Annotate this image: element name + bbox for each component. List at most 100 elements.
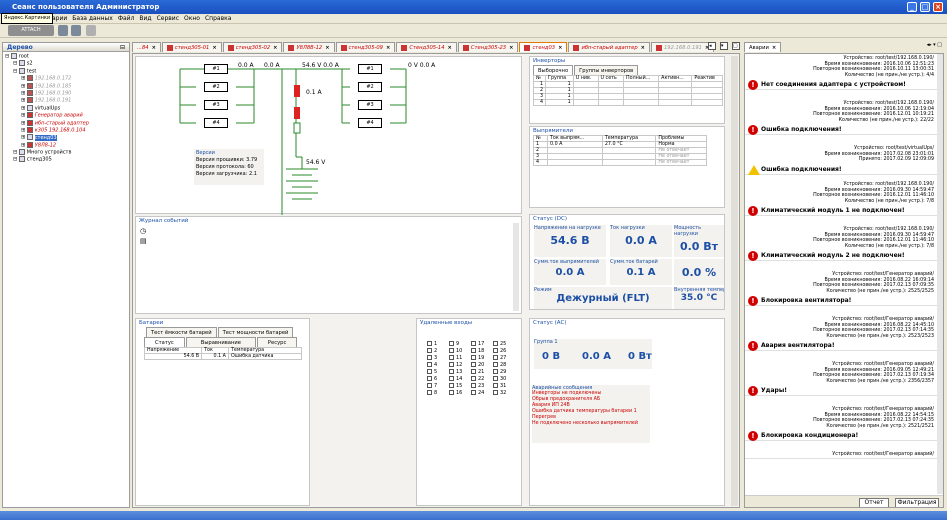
remote-input-checkbox[interactable]: 7 (427, 383, 449, 389)
tree-item[interactable]: ⊟ стенд305 (5, 156, 127, 163)
alarms-scrollbar[interactable] (937, 54, 943, 494)
grid-icon[interactable] (58, 25, 68, 36)
tab-device[interactable]: У8Л8В-12× (283, 42, 335, 52)
expand-icon[interactable]: ⊞ (21, 134, 27, 141)
table-icon[interactable]: ▤ (140, 237, 147, 245)
inverter-1[interactable]: #1 (358, 64, 382, 74)
rectifier-3[interactable]: #3 (204, 100, 228, 110)
remote-input-checkbox[interactable]: 28 (493, 362, 515, 368)
tree-item[interactable]: ⊞ 192.168.0.191 (5, 97, 127, 104)
expand-icon[interactable]: ⊟ (13, 149, 19, 156)
alarm-item[interactable]: Устройство: root/test/192.168.0.190/Врем… (745, 101, 938, 136)
tab-inverter-groups[interactable]: Группы инверторов (574, 65, 639, 75)
close-tab-icon[interactable]: × (558, 45, 563, 51)
remote-input-checkbox[interactable]: 5 (427, 369, 449, 375)
remote-input-checkbox[interactable]: 3 (427, 355, 449, 361)
tree-item[interactable]: ⊞ 192.168.0.190 (5, 89, 127, 97)
tree-item[interactable]: ⊟ test (5, 67, 127, 75)
remote-input-checkbox[interactable]: 23 (471, 383, 493, 389)
close-tab-icon[interactable]: × (325, 45, 330, 51)
inverter-2[interactable]: #2 (358, 82, 382, 92)
main-scrollbar[interactable] (731, 56, 738, 506)
close-tab-icon[interactable]: × (640, 45, 645, 51)
menu-item[interactable]: Вид (139, 15, 152, 22)
expand-icon[interactable]: ⊟ (13, 60, 19, 67)
event-log-scrollbar[interactable] (513, 223, 519, 311)
close-button[interactable]: × (933, 2, 943, 12)
tree-item[interactable]: ⊟ root (5, 53, 127, 60)
tree-item[interactable]: ⊞ 192.168.0.185 (5, 82, 127, 90)
tab-device[interactable]: ...84× (132, 42, 161, 52)
tree-item[interactable]: ⊟ s2 (5, 60, 127, 67)
remote-input-checkbox[interactable]: 30 (493, 376, 515, 382)
tab-max-icon[interactable]: □ (731, 42, 740, 50)
remote-input-checkbox[interactable]: 12 (449, 362, 471, 368)
alarm-item[interactable]: Устройство: root/test/Генератор аварий/В… (745, 272, 938, 307)
expand-icon[interactable]: ⊟ (13, 156, 19, 163)
tab-device[interactable]: Стенд305-14× (396, 42, 457, 52)
rectifier-1[interactable]: #1 (204, 64, 228, 74)
tab-device[interactable]: стенд03× (519, 42, 568, 52)
remote-input-checkbox[interactable]: 26 (493, 348, 515, 354)
alarm-item[interactable]: Устройство: root/test/192.168.0.190/Врем… (745, 182, 938, 217)
tree-item[interactable]: ⊟ Много устройств (5, 149, 127, 156)
minimize-button[interactable]: _ (907, 2, 917, 12)
expand-icon[interactable]: ⊞ (21, 75, 27, 82)
maximize-button[interactable]: □ (920, 2, 930, 12)
tab-capacity-test[interactable]: Тест ёмкости батарей (146, 327, 217, 337)
grid2-icon[interactable] (71, 25, 81, 36)
close-tab-icon[interactable]: × (212, 45, 217, 51)
tree-item[interactable]: ⊞ к305 192.168.0.104 (5, 126, 127, 134)
tab-selective[interactable]: Выборочно (533, 65, 574, 75)
close-tab-icon[interactable]: × (447, 45, 452, 51)
remote-input-checkbox[interactable]: 6 (427, 376, 449, 382)
expand-icon[interactable]: ⊞ (21, 142, 27, 149)
tab-prev-icon[interactable]: ◂ (708, 42, 716, 50)
remote-input-checkbox[interactable]: 24 (471, 390, 493, 396)
alarm-item[interactable]: Устройство: root/test/192.168.0.190/Врем… (745, 227, 938, 262)
remote-input-checkbox[interactable]: 1 (427, 341, 449, 347)
tab-equalization[interactable]: Выравнивание (185, 337, 256, 347)
remote-input-checkbox[interactable]: 8 (427, 390, 449, 396)
tab-device[interactable]: стенд305-09× (335, 42, 396, 52)
rectifier-4[interactable]: #4 (204, 118, 228, 128)
alarm-item[interactable]: Устройство: root/test/Генератор аварий/В… (745, 407, 938, 442)
remote-input-checkbox[interactable]: 15 (449, 383, 471, 389)
expand-icon[interactable]: ⊞ (21, 83, 27, 90)
expand-icon[interactable]: ⊞ (21, 120, 27, 127)
report-button[interactable]: Отчет (859, 498, 889, 507)
alarm-item[interactable]: Устройство: root/test/Генератор аварий/В… (745, 362, 938, 397)
remote-input-checkbox[interactable]: 2 (427, 348, 449, 354)
expand-icon[interactable]: ⊞ (21, 112, 27, 119)
close-tab-icon[interactable]: × (273, 45, 278, 51)
remote-input-checkbox[interactable]: 29 (493, 369, 515, 375)
tab-power-test[interactable]: Тест мощности батарей (217, 327, 294, 337)
attach-button[interactable]: ATTACH (8, 25, 54, 36)
collapse-icon[interactable]: ⊟ (119, 44, 125, 51)
close-tab-icon[interactable]: × (509, 45, 514, 51)
expand-icon[interactable]: ⊟ (13, 68, 19, 75)
remote-input-checkbox[interactable]: 27 (493, 355, 515, 361)
close-tab-icon[interactable]: × (385, 45, 391, 51)
expand-icon[interactable]: ⊞ (21, 97, 27, 104)
close-tab-icon[interactable]: × (151, 45, 156, 51)
remote-input-checkbox[interactable]: 25 (493, 341, 515, 347)
windows-icon[interactable] (86, 25, 96, 36)
menu-item[interactable]: База данных (72, 15, 113, 22)
remote-input-checkbox[interactable]: 18 (471, 348, 493, 354)
remote-input-checkbox[interactable]: 14 (449, 376, 471, 382)
tab-alarms[interactable]: Аварии× (744, 42, 782, 52)
tab-resource[interactable]: Ресурс (256, 337, 298, 347)
tab-device[interactable]: стенд305-01× (161, 42, 222, 52)
tree-item[interactable]: ⊞ ибп-старый адаптер (5, 119, 127, 127)
tree-item[interactable]: ⊞ virtualUps (5, 104, 127, 112)
tree-item[interactable]: ⊞ У8Л8-12 (5, 141, 127, 149)
menu-item[interactable]: Сервис (156, 15, 180, 22)
menu-item[interactable]: Файл (117, 15, 135, 22)
alarm-item[interactable]: Устройство: root/test/virtualUps/Время в… (745, 146, 938, 175)
remote-input-checkbox[interactable]: 13 (449, 369, 471, 375)
remote-input-checkbox[interactable]: 22 (471, 376, 493, 382)
inverter-4[interactable]: #4 (358, 118, 382, 128)
